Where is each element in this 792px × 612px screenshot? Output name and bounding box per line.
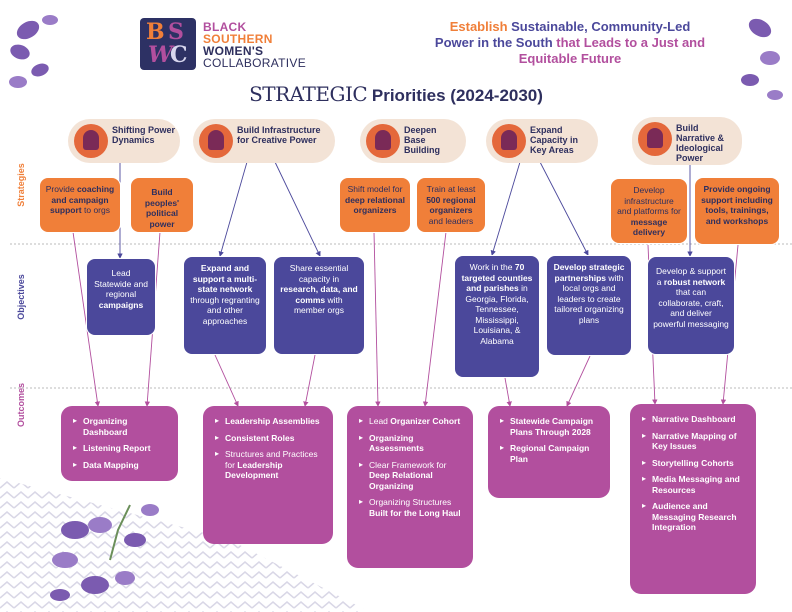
priority-label: Expand Capacity in Key Areas (530, 125, 579, 155)
outcome-item: Structures and Practices for Leadership … (215, 449, 323, 481)
objective-box-2: Expand and support a multi-state network… (183, 256, 267, 355)
title-rest: Priorities (2024-2030) (367, 86, 543, 105)
flower-icon-top-left (9, 15, 58, 88)
outcome-item: Lead Organizer Cohort (359, 416, 463, 427)
strategy-box-2: Build peoples' political power (130, 177, 194, 233)
row-label-outcomes: Outcomes (16, 383, 26, 428)
priority-label: Build Infrastructure for Creative Power (237, 125, 321, 145)
outcome-box-3: Lead Organizer CohortOrganizing Assessme… (347, 406, 473, 568)
person-icon (74, 124, 108, 158)
tagline-part-3: Power in the South (434, 35, 553, 50)
tagline-part-4: that Leads to a (552, 35, 652, 50)
org-name: BLACK SOUTHERN WOMEN'S COLLABORATIVE (203, 21, 306, 69)
tagline: Establish Sustainable, Community-Led Pow… (420, 19, 720, 67)
outcome-item: Consistent Roles (215, 433, 323, 444)
priority-pill-2: Build Infrastructure for Creative Power (193, 119, 335, 163)
strategy-box-3: Shift model for deep relational organize… (339, 177, 411, 233)
row-label-strategies: Strategies (16, 163, 26, 207)
outcome-item: Data Mapping (73, 460, 168, 471)
bswc-logo: B S W C (140, 18, 196, 70)
outcome-item: Media Messaging and Resources (642, 474, 746, 495)
outcome-list: Narrative DashboardNarrative Mapping of … (642, 414, 746, 533)
person-icon (199, 124, 233, 158)
strategy-box-1: Provide coaching and campaign support to… (39, 177, 121, 233)
outcome-item: Statewide Campaign Plans Through 2028 (500, 416, 600, 437)
objective-text: Work in the 70 targeted counties and par… (461, 262, 533, 346)
megaphone-icon (638, 122, 672, 156)
outcome-box-2: Leadership AssembliesConsistent RolesStr… (203, 406, 333, 544)
logo-letter-b: B (146, 19, 165, 45)
outcome-list: Organizing DashboardListening ReportData… (73, 416, 168, 470)
objective-text: Share essential capacity in research, da… (280, 263, 358, 315)
outcome-list: Leadership AssembliesConsistent RolesStr… (215, 416, 323, 481)
objective-text: Lead Statewide and regional campaigns (94, 268, 148, 310)
priority-pill-1: Shifting Power Dynamics (68, 119, 180, 163)
outcome-item: Clear Framework for Deep Relational Orga… (359, 460, 463, 492)
strategy-text: Provide coaching and campaign support to… (45, 184, 115, 215)
objective-box-6: Develop & support a robust network that … (647, 256, 735, 355)
objective-text: Expand and support a multi-state network… (190, 263, 260, 326)
objective-text: Develop strategic partnerships with loca… (553, 262, 625, 325)
strategy-box-5: Develop infrastructure and platforms for… (610, 178, 688, 244)
group-icon (366, 124, 400, 158)
priority-pill-4: Expand Capacity in Key Areas (486, 119, 598, 163)
priority-label: Deepen Base Building (404, 125, 440, 155)
priority-pill-5: Build Narrative & Ideological Power (632, 117, 742, 165)
outcome-box-5: Narrative DashboardNarrative Mapping of … (630, 404, 756, 594)
objective-text: Develop & support a robust network that … (653, 266, 729, 329)
objective-box-1: Lead Statewide and regional campaigns (86, 258, 156, 336)
org-name-line-2: SOUTHERN (203, 32, 273, 46)
page-title: STRATEGIC Priorities (2024-2030) (0, 82, 792, 106)
strategy-box-4: Train at least 500 regional organizers a… (416, 177, 486, 233)
logo-letter-w: W (148, 42, 173, 68)
tagline-part-1: Establish (449, 19, 512, 34)
priority-label: Shifting Power Dynamics (112, 125, 175, 145)
logo-letter-c: C (170, 42, 188, 68)
outcome-item: Organizing Assessments (359, 433, 463, 454)
org-name-line-1: BLACK (203, 20, 247, 34)
objective-box-3: Share essential capacity in research, da… (273, 256, 365, 355)
objective-box-4: Work in the 70 targeted counties and par… (454, 255, 540, 378)
org-name-line-3: WOMEN'S (203, 44, 264, 58)
tagline-part-5: Just and Equitable Future (518, 35, 706, 66)
strategy-text: Develop infrastructure and platforms for… (617, 185, 681, 237)
strategy-text: Train at least 500 regional organizers a… (426, 184, 476, 226)
strategy-box-6: Provide ongoing support including tools,… (694, 177, 780, 245)
flower-icon-bottom-left (50, 504, 159, 601)
flower-icon-top-right (741, 18, 783, 100)
outcome-item: Listening Report (73, 443, 168, 454)
outcome-item: Leadership Assemblies (215, 416, 323, 427)
strategy-text: Shift model for deep relational organize… (345, 184, 405, 215)
outcome-list: Statewide Campaign Plans Through 2028Reg… (500, 416, 600, 464)
outcome-item: Audience and Messaging Research Integrat… (642, 501, 746, 533)
outcome-box-1: Organizing DashboardListening ReportData… (61, 406, 178, 481)
outcome-item: Organizing Dashboard (73, 416, 168, 437)
objective-box-5: Develop strategic partnerships with loca… (546, 255, 632, 356)
row-label-objectives: Objectives (16, 274, 26, 320)
outcome-item: Storytelling Cohorts (642, 458, 746, 469)
org-name-line-4: COLLABORATIVE (203, 56, 307, 70)
outcome-item: Organizing Structures Built for the Long… (359, 497, 463, 518)
outcome-box-4: Statewide Campaign Plans Through 2028Reg… (488, 406, 610, 498)
outcome-item: Narrative Dashboard (642, 414, 746, 425)
title-big: STRATEGIC (249, 82, 368, 106)
priority-label: Build Narrative & Ideological Power (676, 123, 725, 163)
tagline-part-2: Sustainable, Community-Led (511, 19, 691, 34)
person-icon (492, 124, 526, 158)
outcome-item: Narrative Mapping of Key Issues (642, 431, 746, 452)
strategy-text: Provide ongoing support including tools,… (701, 184, 773, 226)
priority-pill-3: Deepen Base Building (360, 119, 466, 163)
outcome-item: Regional Campaign Plan (500, 443, 600, 464)
logo-letter-s: S (168, 19, 184, 45)
outcome-list: Lead Organizer CohortOrganizing Assessme… (359, 416, 463, 518)
strategy-text: Build peoples' political power (144, 187, 180, 229)
